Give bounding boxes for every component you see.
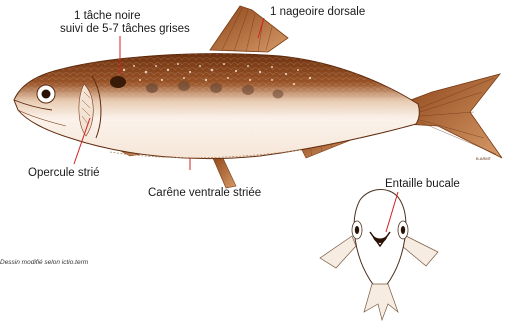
label-ventral-keel: Carêne ventrale striée: [148, 187, 261, 200]
pelvic-fin: [212, 156, 236, 188]
artist-signature: B.ARMT: [476, 156, 492, 161]
label-dorsal-fin: 1 nageoire dorsale: [270, 6, 365, 19]
black-spot: [110, 76, 126, 88]
label-grey-spots: suivi de 5-7 tâches grises: [60, 23, 190, 36]
front-view-fish: [320, 190, 438, 321]
front-left-fin: [320, 236, 356, 268]
label-black-spot: 1 tâche noire: [74, 10, 141, 23]
label-operculum: Opercule strié: [28, 167, 100, 180]
front-right-fin: [402, 236, 438, 266]
drawing-credit: Dessin modifié selon ictio.term: [0, 259, 88, 266]
front-tail: [364, 284, 398, 320]
label-mouth-notch: Entaille bucale: [385, 178, 460, 191]
